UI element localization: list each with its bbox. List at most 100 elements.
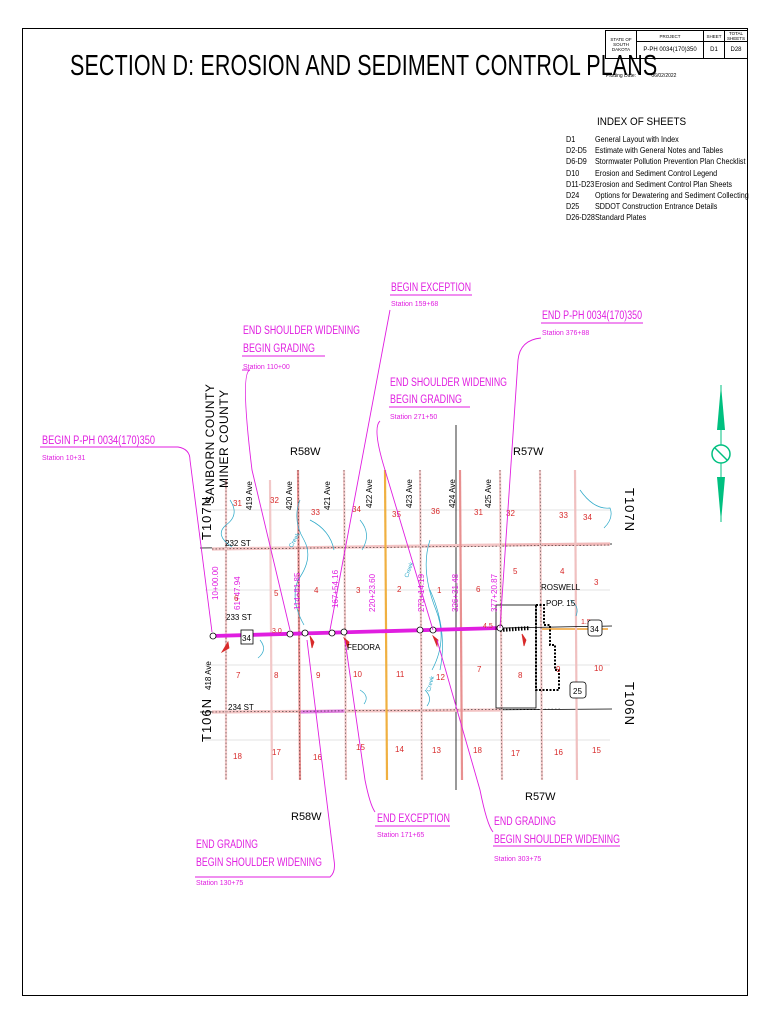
svg-text:5: 5 — [513, 567, 518, 576]
svg-text:3.0: 3.0 — [272, 628, 282, 635]
callouts: BEGIN P-PH 0034(170)350 Station 10+31 EN… — [42, 282, 642, 887]
callout-end-grading-1-line2: BEGIN SHOULDER WIDENING — [196, 857, 322, 869]
street-label: 233 ST — [226, 613, 252, 622]
station-label: 220+23.60 — [368, 573, 377, 612]
range-label-east-bottom: R57W — [525, 791, 556, 803]
sheet-frame — [22, 28, 748, 996]
station-markers — [209, 624, 504, 640]
callout-end-grading-1-line1: END GRADING — [196, 839, 258, 851]
callout-begin-exception-title: BEGIN EXCEPTION — [391, 282, 471, 294]
svg-text:11: 11 — [396, 670, 405, 679]
avenue-labels: 419 Ave 420 Ave 421 Ave 422 Ave 423 Ave … — [204, 479, 493, 690]
svg-text:35: 35 — [392, 510, 401, 519]
svg-text:13: 13 — [432, 746, 441, 755]
svg-text:8: 8 — [518, 671, 523, 680]
sheet-title: SECTION D: EROSION AND SEDIMENT CONTROL … — [70, 50, 658, 82]
total-sheets: D28 — [724, 41, 748, 60]
mile-labels: 3.0 4.5 1.5 — [272, 619, 591, 635]
township-label-west-south: T106N — [199, 698, 214, 742]
svg-text:10: 10 — [594, 664, 603, 673]
svg-text:10: 10 — [353, 670, 362, 679]
station-label: 61+47.94 — [233, 576, 242, 610]
callout-end-shoulder-1-station: Station 110+00 — [243, 364, 290, 371]
avenue-label: 419 Ave — [245, 481, 254, 510]
us-34-shield-east: 34 — [587, 619, 603, 637]
svg-text:25: 25 — [573, 687, 582, 696]
avenue-label: 422 Ave — [365, 479, 374, 508]
svg-text:4.5: 4.5 — [483, 623, 493, 630]
callout-end-project-title: END P-PH 0034(170)350 — [542, 310, 642, 322]
svg-text:9: 9 — [316, 671, 321, 680]
street-labels: 232 ST 233 ST 234 ST — [225, 539, 254, 712]
callout-end-project-station: Station 376+88 — [542, 330, 589, 337]
callout-leaders — [40, 294, 643, 878]
callout-end-exception-station: Station 171+65 — [377, 832, 424, 839]
roswell-town-area — [495, 604, 560, 709]
avenue-label: 418 Ave — [204, 661, 213, 690]
callout-end-grading-2-line2: BEGIN SHOULDER WIDENING — [494, 834, 620, 846]
station-label: 167+54.16 — [331, 569, 340, 608]
township-label-east-south: T106N — [622, 682, 637, 726]
range-label-east: R57W — [513, 446, 544, 458]
callout-end-shoulder-1-line1: END SHOULDER WIDENING — [243, 325, 360, 337]
street-label: 232 ST — [225, 539, 251, 548]
project-number: P-PH 0034(170)350 — [636, 41, 704, 60]
plotting-date: Plotting Date: 06/02/2022 — [606, 73, 676, 79]
svg-text:Creek: Creek — [426, 675, 436, 693]
svg-text:3: 3 — [356, 586, 361, 595]
us-34-shield: 34 — [240, 629, 254, 645]
svg-text:2: 2 — [397, 585, 402, 594]
station-label: 377+20.87 — [490, 573, 499, 612]
svg-text:1: 1 — [437, 586, 442, 595]
svg-text:18: 18 — [233, 752, 242, 761]
state-label: STATE OF SOUTH DAKOTA — [605, 29, 637, 60]
svg-text:17: 17 — [272, 748, 281, 757]
station-label: 114+81.85 — [293, 572, 302, 610]
plotting-date-label: Plotting Date: — [606, 73, 637, 79]
svg-text:33: 33 — [559, 511, 568, 520]
svg-text:6: 6 — [234, 594, 239, 603]
avenue-label: 424 Ave — [448, 479, 457, 508]
svg-text:17: 17 — [511, 749, 520, 758]
callout-end-shoulder-1-line2: BEGIN GRADING — [243, 343, 315, 355]
svg-text:16: 16 — [554, 748, 563, 757]
svg-text:6: 6 — [476, 585, 481, 594]
county-label-south: MINER COUNTY — [217, 389, 231, 488]
svg-text:4: 4 — [560, 567, 565, 576]
station-label: 10+00.00 — [211, 566, 220, 600]
callout-begin-project-station: Station 10+31 — [42, 455, 86, 462]
callout-end-grading-1-station: Station 130+75 — [196, 880, 243, 887]
title-block: STATE OF SOUTH DAKOTA PROJECT SHEET TOTA… — [605, 29, 748, 60]
svg-text:7: 7 — [236, 671, 241, 680]
callout-end-shoulder-2-line1: END SHOULDER WIDENING — [390, 377, 507, 389]
svg-text:14: 14 — [395, 745, 404, 754]
svg-text:Creek: Creek — [404, 561, 415, 579]
total-sheets-label: TOTAL SHEETS — [724, 29, 748, 43]
svg-text:16: 16 — [313, 753, 322, 762]
township-label-west-north: T107N — [199, 496, 214, 540]
svg-text:18: 18 — [473, 746, 482, 755]
road-232-st — [211, 543, 501, 551]
svg-text:4: 4 — [314, 586, 319, 595]
plotting-date-value: 06/02/2022 — [651, 73, 677, 79]
street-label: 234 ST — [228, 703, 254, 712]
township-label-east-north: T107N — [622, 488, 637, 532]
svg-text:8: 8 — [274, 671, 279, 680]
avenue-label: 421 Ave — [323, 481, 332, 510]
callout-end-grading-2-line1: END GRADING — [494, 816, 556, 828]
town-label-roswell: ROSWELL — [541, 583, 581, 592]
svg-text:12: 12 — [436, 673, 445, 682]
svg-text:33: 33 — [311, 508, 320, 517]
sd-25-shield: 25 — [569, 681, 587, 699]
callout-end-shoulder-2-line2: BEGIN GRADING — [390, 394, 462, 406]
range-label-west-bottom: R58W — [291, 811, 322, 823]
